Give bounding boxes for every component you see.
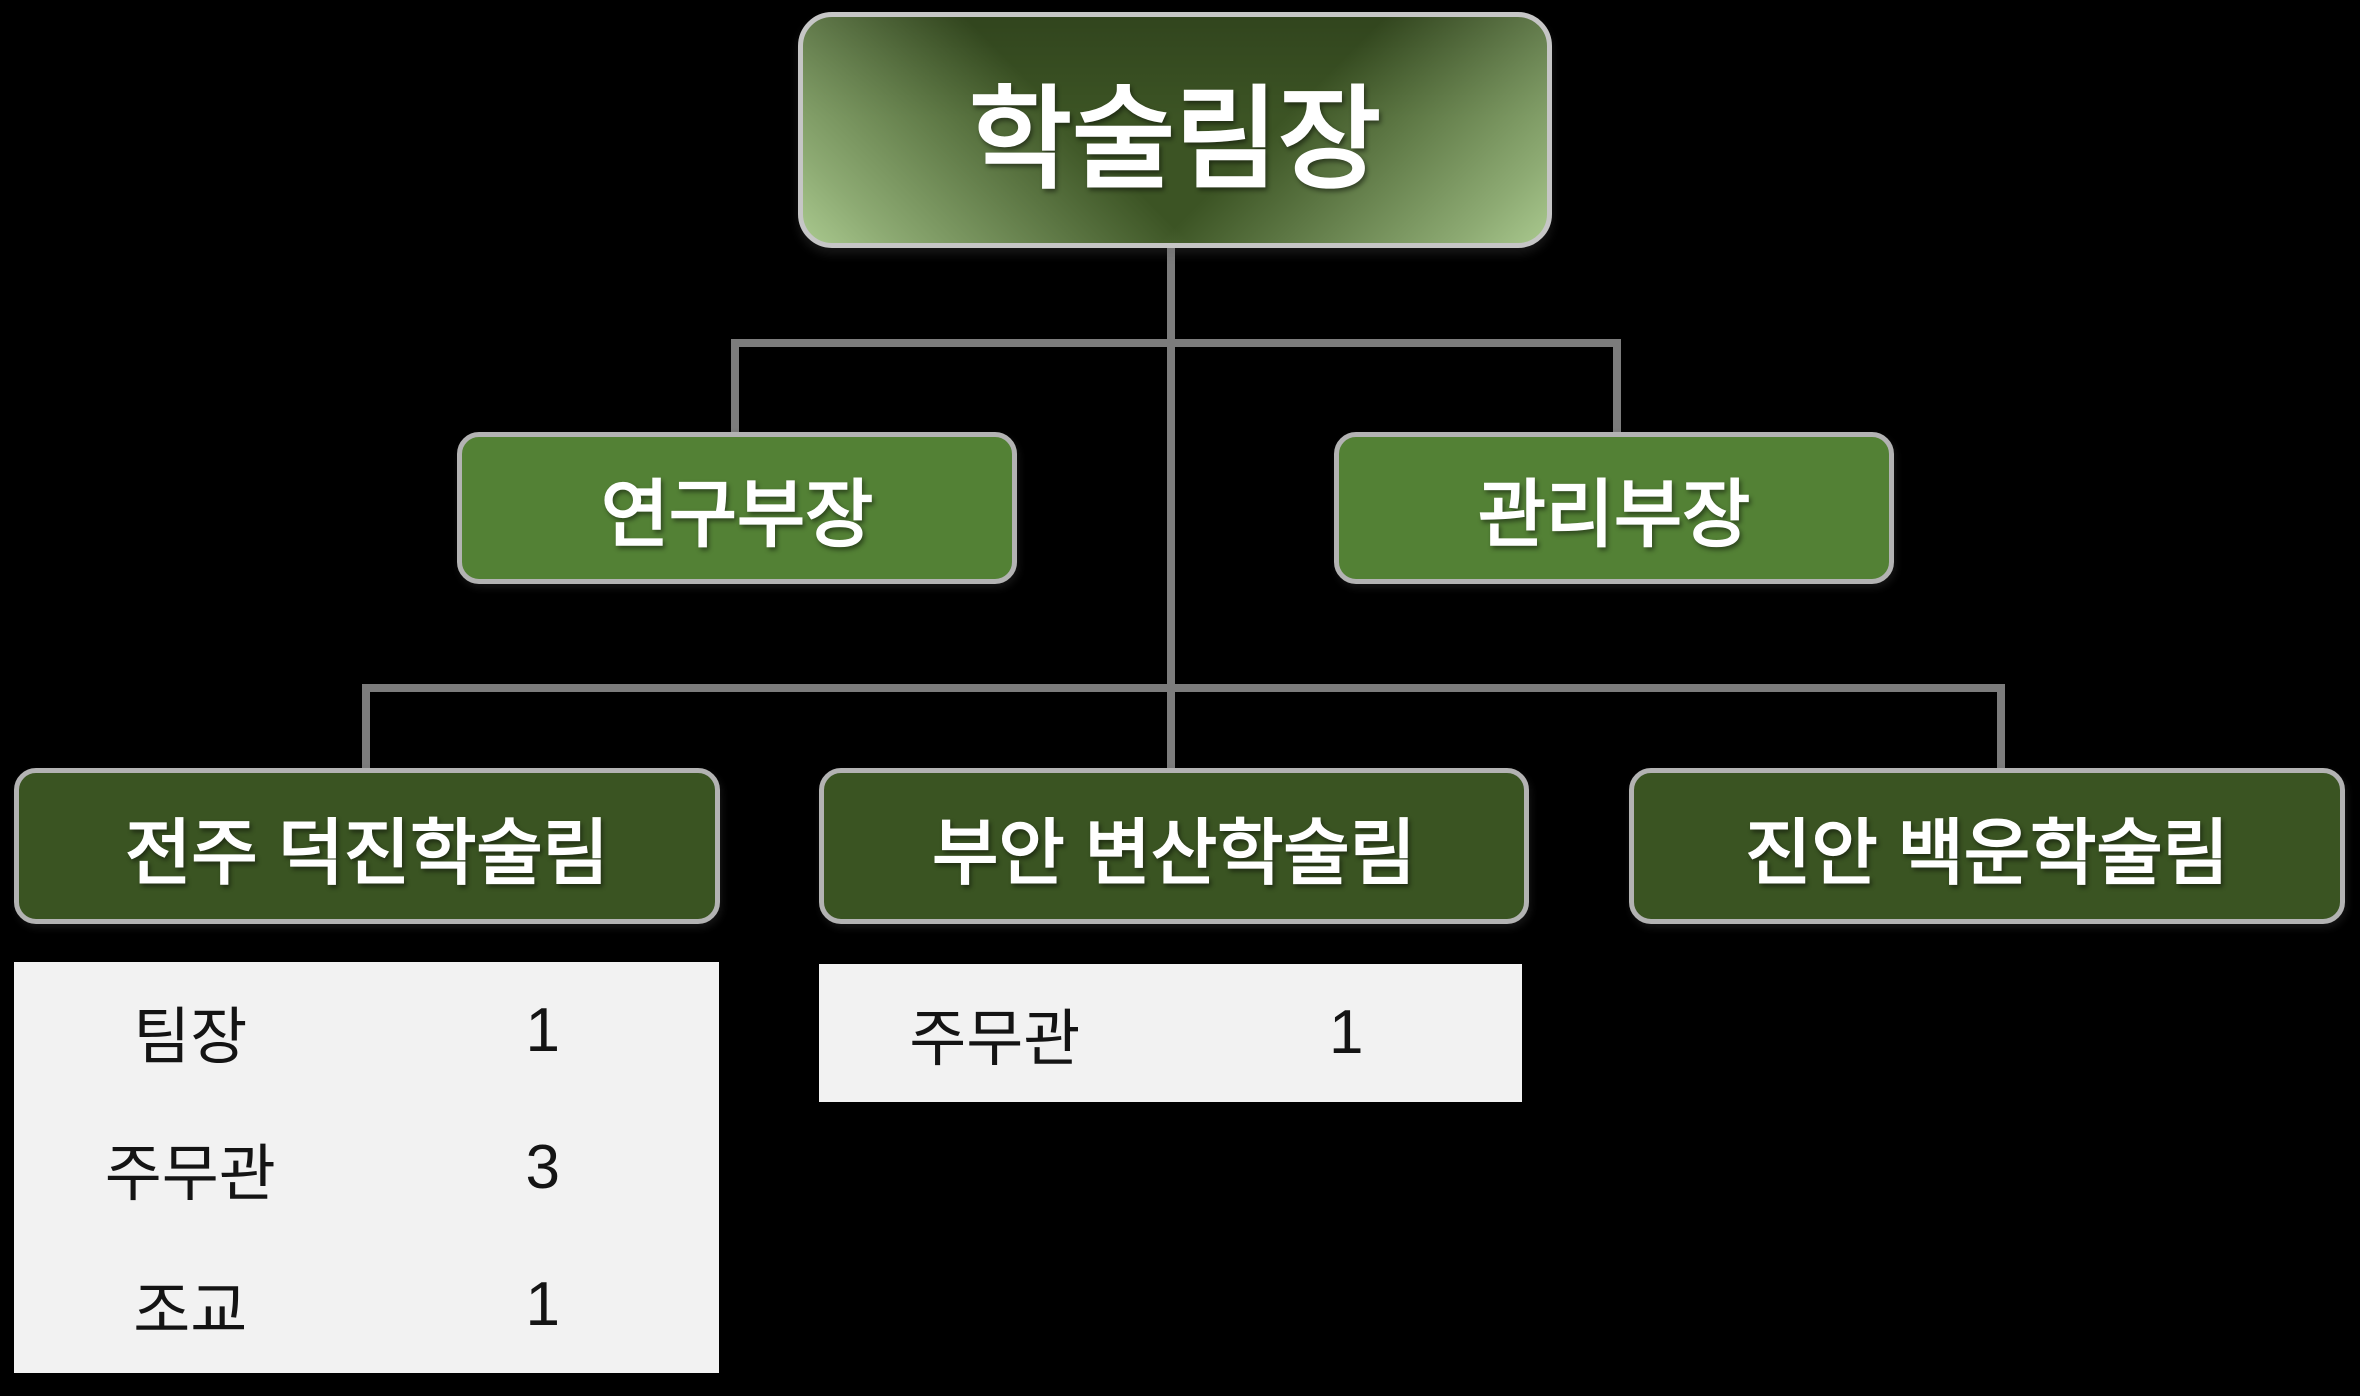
staff-table-jeonju: 팀장 1 주무관 3 조교 1 (14, 962, 719, 1373)
connector-level2-left-drop (731, 339, 739, 432)
node-jeonju-forest: 전주 덕진학술림 (14, 768, 720, 924)
table-row: 주무관 1 (819, 964, 1522, 1101)
role-cell: 주무관 (909, 1004, 1081, 1074)
table-row: 조교 1 (14, 1236, 719, 1373)
connector-level3-left-drop (362, 684, 370, 768)
node-director-label: 학술림장 (968, 77, 1382, 202)
count-cell: 1 (525, 996, 560, 1065)
connector-level3-horizontal (362, 684, 2005, 692)
table-row: 팀장 1 (14, 962, 719, 1099)
connector-level3-right-drop (1997, 684, 2005, 768)
node-jinan-forest-label: 진안 백운학술림 (1745, 813, 2229, 894)
connector-level2-right-drop (1613, 339, 1621, 432)
node-buan-forest-label: 부안 변산학술림 (932, 813, 1416, 894)
role-cell: 팀장 (133, 1002, 248, 1072)
node-director: 학술림장 (798, 12, 1552, 248)
node-research-head: 연구부장 (457, 432, 1017, 584)
table-row: 주무관 3 (14, 1099, 719, 1236)
role-cell: 주무관 (104, 1139, 276, 1209)
count-cell: 1 (1329, 998, 1364, 1067)
count-cell: 3 (525, 1133, 560, 1202)
node-admin-head-label: 관리부장 (1477, 472, 1751, 556)
node-jeonju-forest-label: 전주 덕진학술림 (125, 813, 609, 894)
connector-root-vertical (1167, 248, 1175, 768)
staff-table-buan: 주무관 1 (819, 964, 1522, 1102)
node-jinan-forest: 진안 백운학술림 (1629, 768, 2345, 924)
connector-level2-horizontal (731, 339, 1621, 347)
role-cell: 조교 (133, 1276, 248, 1346)
node-admin-head: 관리부장 (1334, 432, 1894, 584)
node-research-head-label: 연구부장 (600, 472, 874, 556)
count-cell: 1 (525, 1270, 560, 1339)
node-buan-forest: 부안 변산학술림 (819, 768, 1529, 924)
